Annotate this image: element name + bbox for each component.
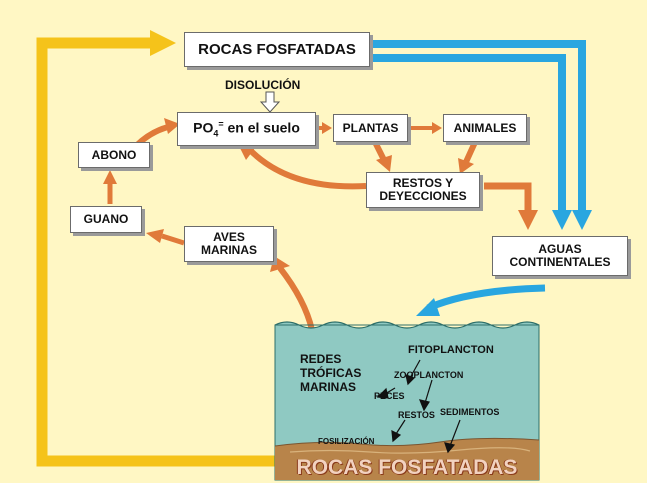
sea-label-redes-3: MARINAS: [300, 380, 356, 394]
node-rocas-fosfatadas: ROCAS FOSFATADAS: [184, 32, 370, 67]
po4-sub: 4: [213, 128, 219, 138]
node-guano: GUANO: [70, 206, 142, 233]
water-arrow-inner: [370, 54, 566, 212]
node-aguas-continentales: AGUAS CONTINENTALES: [492, 236, 628, 276]
sea-label-zooplancton: ZOOPLANCTON: [394, 370, 464, 380]
sea-label-restos: RESTOS: [398, 410, 435, 420]
node-aves-marinas: AVES MARINAS: [184, 226, 274, 262]
po4-prefix: PO: [193, 119, 214, 136]
runoff-arrow: [426, 284, 546, 312]
po4-suffix: en el suelo: [223, 119, 300, 136]
sea-label-redes-2: TRÓFICAS: [300, 366, 362, 380]
restos-line-1: RESTOS Y: [392, 176, 454, 191]
node-plantas-label: PLANTAS: [342, 120, 399, 135]
sea-label-rocas-fosfatadas: ROCAS FOSFATADAS: [296, 456, 518, 479]
node-rocas-fosfatadas-label: ROCAS FOSFATADAS: [198, 40, 356, 58]
label-disolucion: DISOLUCIÓN: [225, 78, 301, 92]
node-abono: ABONO: [78, 142, 150, 168]
node-abono-label: ABONO: [91, 147, 137, 162]
sea-label-fitoplancton: FITOPLANCTON: [408, 344, 494, 356]
dissolution-arrow: [259, 91, 281, 113]
restos-line-2: DEYECCIONES: [379, 189, 467, 203]
node-animales-label: ANIMALES: [453, 120, 517, 135]
node-plantas: PLANTAS: [333, 114, 408, 142]
node-restos-deyecciones: RESTOS Y DEYECCIONES: [366, 172, 480, 208]
sea-block: [274, 321, 540, 481]
sea-label-fosilizacion: FOSILIZACIÓN: [318, 437, 375, 446]
rock-cycle-arrow: [36, 37, 275, 467]
rock-cycle-arrowhead: [150, 30, 176, 56]
aves-line-1: AVES: [213, 230, 245, 245]
aves-line-2: MARINAS: [201, 243, 257, 257]
aguas-line-1: AGUAS: [538, 242, 582, 257]
sea-label-redes-1: REDES: [300, 352, 342, 366]
aguas-line-2: CONTINENTALES: [509, 255, 611, 269]
node-animales: ANIMALES: [443, 114, 527, 142]
water-arrow-outer: [370, 40, 586, 212]
sea-label-sedimentos: SEDIMENTOS: [440, 407, 500, 417]
po4-formula: PO4= en el suelo: [193, 118, 300, 139]
sea-label-peces: PECES: [374, 391, 405, 401]
node-guano-label: GUANO: [83, 212, 129, 227]
node-po4-suelo: PO4= en el suelo: [177, 112, 316, 146]
po4-sup: =: [218, 118, 224, 129]
